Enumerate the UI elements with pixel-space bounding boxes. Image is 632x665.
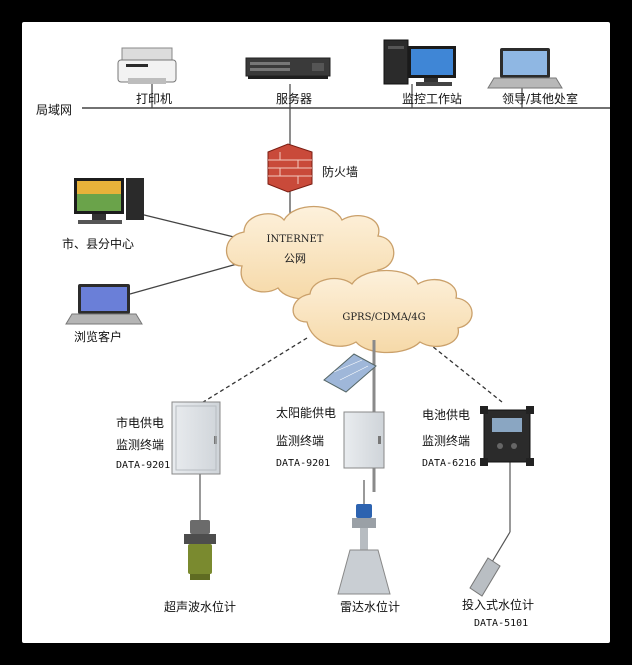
- firewall-icon: [267, 143, 313, 193]
- desktop-icon: [74, 178, 144, 224]
- submersible-model: DATA-5101: [474, 618, 529, 629]
- browser-client-label: 浏览客户: [74, 330, 123, 344]
- leader-office-label: 领导/其他处室: [502, 92, 579, 106]
- ultrasonic-label: 超声波水位计: [164, 600, 237, 614]
- printer-icon: [117, 47, 177, 84]
- solar-terminal-line2: 监测终端: [276, 434, 325, 448]
- mains-terminal-line2: 监测终端: [116, 438, 165, 452]
- solar-station-icon: [323, 340, 385, 492]
- lan-label: 局域网: [36, 103, 73, 117]
- laptop-icon: [487, 48, 563, 89]
- solar-terminal-line1: 太阳能供电: [276, 406, 337, 420]
- gprs-cloud: GPRS/CDMA/4G: [292, 269, 473, 354]
- ultrasonic-sensor-icon: [184, 520, 216, 580]
- city-center-label: 市、县分中心: [62, 237, 135, 251]
- battery-terminal-line1: 电池供电: [422, 408, 471, 422]
- workstation-icon: [383, 39, 456, 86]
- radar-label: 雷达水位计: [340, 600, 401, 614]
- client-laptop-icon: [65, 284, 143, 325]
- internet-text: INTERNET: [267, 234, 324, 245]
- internet-cloud: INTERNET 公网: [226, 206, 395, 300]
- mains-terminal-model: DATA-9201: [116, 460, 171, 471]
- mains-terminal-line1: 市电供电: [116, 416, 165, 430]
- browser-cloud-line: [129, 263, 238, 295]
- firewall-label: 防火墙: [322, 165, 359, 179]
- diagram-graphics: INTERNET 公网 GPRS/CDMA/4G: [65, 39, 610, 597]
- battery-device-icon: [480, 406, 534, 466]
- solar-terminal-model: DATA-9201: [276, 458, 331, 469]
- submersible-label: 投入式水位计: [462, 598, 535, 612]
- battery-terminal-model: DATA-6216: [422, 458, 477, 469]
- radar-sensor-icon: [337, 504, 391, 595]
- printer-label: 打印机: [136, 92, 173, 106]
- mains-cabinet-icon: [171, 401, 221, 475]
- diagram-canvas: INTERNET 公网 GPRS/CDMA/4G: [22, 22, 610, 643]
- server-icon: [245, 57, 331, 79]
- center-cloud-line: [131, 211, 235, 238]
- public-network-text: 公网: [284, 252, 306, 265]
- gprs-text: GPRS/CDMA/4G: [342, 312, 425, 323]
- mains-link: [199, 337, 308, 405]
- battery-terminal-line2: 监测终端: [422, 434, 471, 448]
- submersible-sensor-icon: [469, 531, 511, 597]
- monitor-station-label: 监控工作站: [402, 92, 463, 106]
- server-label: 服务器: [276, 92, 313, 106]
